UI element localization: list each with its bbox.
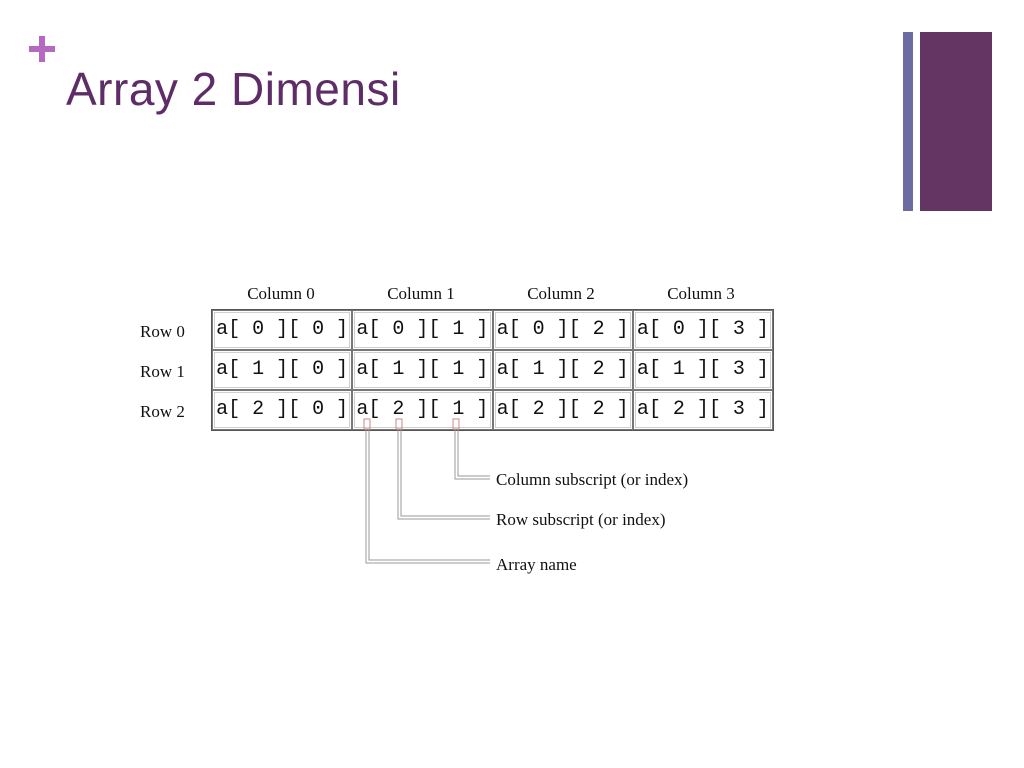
column-header-3: Column 3 bbox=[667, 284, 735, 303]
decorative-thin-bar bbox=[903, 32, 913, 211]
column-header-1: Column 1 bbox=[387, 284, 455, 303]
array-cell: a[ 0 ][ 2 ] bbox=[492, 310, 633, 350]
array-cell: a[ 1 ][ 2 ] bbox=[492, 350, 633, 390]
slide-title: Array 2 Dimensi bbox=[66, 63, 401, 115]
array-cell: a[ 1 ][ 1 ] bbox=[352, 350, 493, 390]
array-grid: a[ 0 ][ 0 ] a[ 0 ][ 1 ] a[ 0 ][ 2 ] a[ 0… bbox=[211, 309, 774, 431]
row-subscript-leader bbox=[395, 418, 490, 520]
column-header-2: Column 2 bbox=[527, 284, 595, 303]
decorative-thick-bar bbox=[920, 32, 992, 211]
array-cell: a[ 1 ][ 3 ] bbox=[632, 350, 773, 390]
callout-column-subscript: Column subscript (or index) bbox=[496, 470, 689, 489]
array-name-leader bbox=[363, 418, 490, 564]
array-cell: a[ 1 ][ 0 ] bbox=[212, 350, 353, 390]
array-cell: a[ 0 ][ 3 ] bbox=[632, 310, 773, 350]
array-cell: a[ 0 ][ 1 ] bbox=[352, 310, 493, 350]
array-cell: a[ 0 ][ 0 ] bbox=[212, 310, 353, 350]
callout-array-name: Array name bbox=[496, 555, 577, 574]
column-header-0: Column 0 bbox=[247, 284, 315, 303]
plus-icon bbox=[27, 36, 57, 66]
row-label-2: Row 2 bbox=[140, 402, 185, 421]
row-label-1: Row 1 bbox=[140, 362, 185, 381]
array-cell: a[ 2 ][ 1 ] bbox=[352, 390, 493, 430]
array-cell: a[ 2 ][ 3 ] bbox=[632, 390, 773, 430]
array-cell: a[ 2 ][ 0 ] bbox=[212, 390, 353, 430]
row-label-0: Row 0 bbox=[140, 322, 185, 341]
array-cell: a[ 2 ][ 2 ] bbox=[492, 390, 633, 430]
callout-row-subscript: Row subscript (or index) bbox=[496, 510, 666, 529]
